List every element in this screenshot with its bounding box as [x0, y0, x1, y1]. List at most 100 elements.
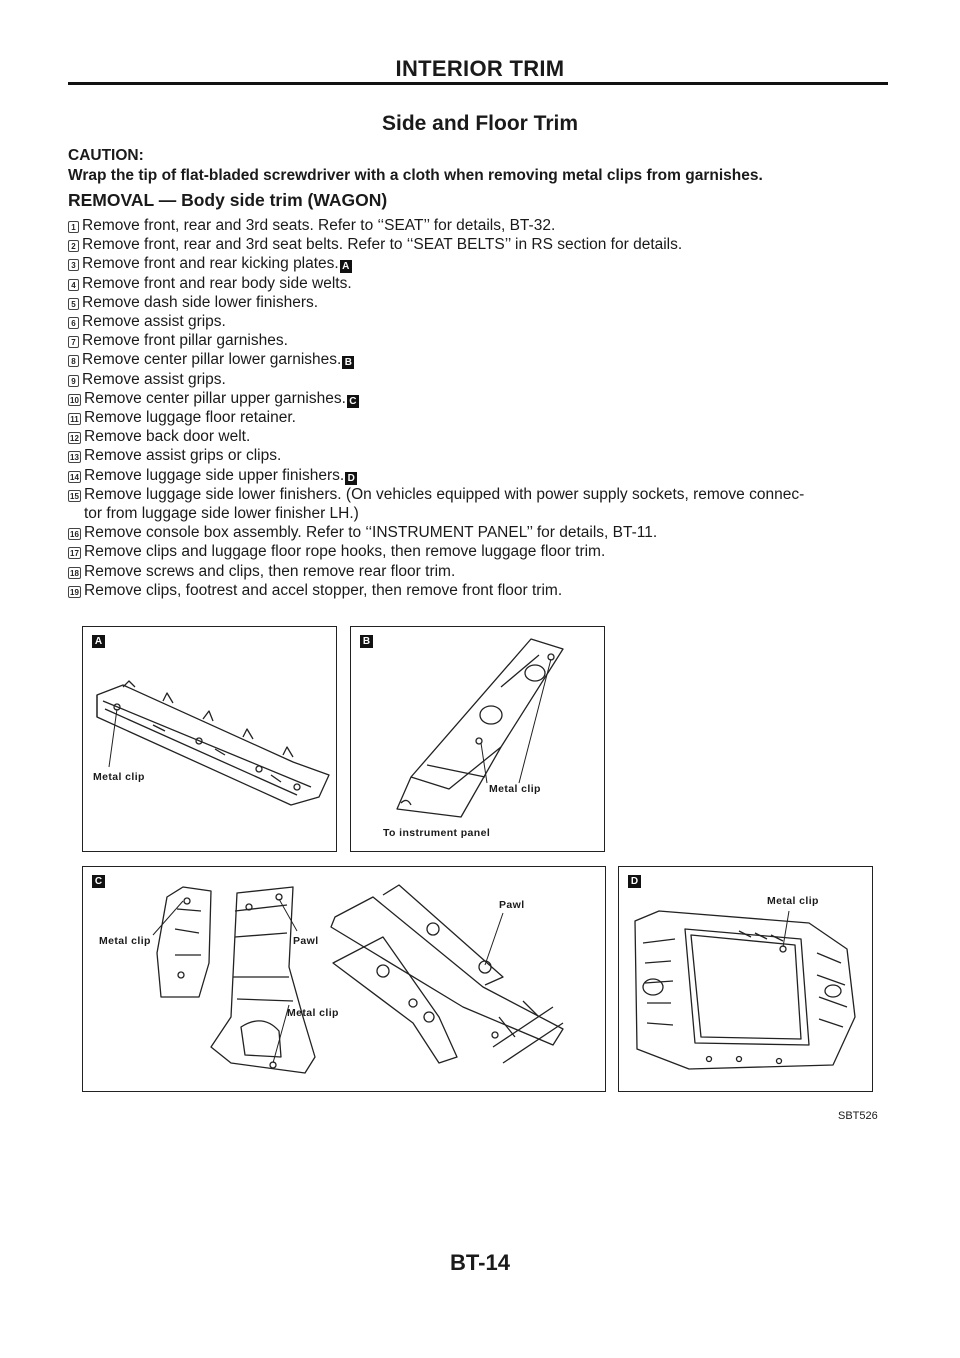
step-number: 10 [68, 393, 81, 406]
pawl-label-c2: Pawl [499, 899, 525, 911]
step-text: Remove clips and luggage floor rope hook… [84, 543, 606, 561]
metal-clip-label-a: Metal clip [93, 771, 145, 783]
step-number: 14 [68, 470, 81, 483]
figure-reference-icon: C [346, 394, 359, 408]
step-number: 8 [68, 355, 79, 368]
step-text: Remove assist grips. [82, 370, 226, 388]
step-body: Remove screws and clips, then remove rea… [84, 562, 455, 581]
step-body: Remove dash side lower finishers. [82, 293, 318, 312]
metal-clip-label-c1: Metal clip [99, 935, 151, 947]
step-number: 2 [68, 240, 79, 253]
step-body: Remove front, rear and 3rd seats. Refer … [82, 216, 555, 235]
step-body: Remove back door welt. [84, 427, 250, 446]
step-body: Remove console box assembly. Refer to ‘‘… [84, 523, 657, 542]
step-text: Remove front, rear and 3rd seats. Refer … [82, 217, 556, 234]
to-instrument-panel-label: To instrument panel [383, 827, 491, 839]
step-body: Remove clips and luggage floor rope hook… [84, 542, 605, 561]
caution-label: CAUTION: [68, 147, 144, 164]
step-body: Remove front and rear kicking plates.A [82, 254, 352, 274]
center-pillar-upper-illustration [152, 884, 564, 1074]
header-rule [68, 82, 888, 85]
figure-reference-icon: A [339, 260, 352, 274]
figure-tag-a: A [92, 635, 105, 648]
step-body: Remove clips, footrest and accel stopper… [84, 581, 562, 600]
step-number: 13 [68, 451, 81, 464]
step-text: Remove luggage side lower finishers. (On… [84, 485, 805, 503]
figure-tag-c: C [92, 875, 105, 888]
step-number: 4 [68, 278, 79, 291]
figure-reference-icon: D [345, 471, 358, 485]
figure-panel-b: B Metal clip To instrument panel [350, 626, 605, 852]
step-body: Remove front, rear and 3rd seat belts. R… [82, 235, 682, 254]
step-number: 9 [68, 374, 79, 387]
figure-panel-c: C Metal clip [82, 866, 606, 1092]
metal-clip-label-c2: Metal clip [287, 1007, 339, 1019]
pawl-label-c1: Pawl [293, 935, 319, 947]
step-body: Remove assist grips. [82, 370, 226, 389]
step-text: Remove luggage floor retainer. [84, 409, 296, 427]
step-body: Remove luggage side lower finishers. (On… [84, 485, 804, 523]
kicking-plate-illustration [96, 680, 330, 806]
step-text: Remove back door welt. [84, 428, 251, 446]
figure-panel-a: A Metal clip [82, 626, 337, 852]
step-number: 19 [68, 585, 81, 598]
caution-text: Wrap the tip of flat-bladed screwdriver … [68, 167, 763, 184]
step-text: Remove console box assembly. Refer to ‘‘… [84, 524, 658, 542]
step-text-continuation: tor from luggage side lower finisher LH.… [84, 505, 359, 523]
step-number: 17 [68, 547, 81, 560]
step-body: Remove center pillar lower garnishes.B [82, 350, 355, 370]
step-text: Remove screws and clips, then remove rea… [84, 562, 456, 580]
step-text: Remove assist grips or clips. [84, 447, 282, 465]
step-number: 5 [68, 297, 79, 310]
figure-code: SBT526 [838, 1110, 878, 1122]
step-text: Remove dash side lower finishers. [82, 293, 319, 311]
page-code: BT-14 [450, 1250, 510, 1275]
step-number: 1 [68, 221, 79, 233]
step-body: Remove center pillar upper garnishes.C [84, 389, 359, 408]
header-title: INTERIOR TRIM [395, 56, 565, 81]
step-body: Remove assist grips. [82, 312, 226, 331]
step-text: Remove clips, footrest and accel stopper… [84, 581, 563, 599]
step-body: Remove assist grips or clips. [84, 446, 281, 465]
step-text: Remove center pillar upper garnishes. [84, 389, 346, 407]
step-number: 3 [68, 259, 79, 272]
step-body: Remove front and rear body side welts. [82, 274, 352, 293]
step-number: 6 [68, 317, 79, 330]
caution-block: CAUTION: Wrap the tip of flat-bladed scr… [68, 146, 898, 186]
step-text: Remove front and rear body side welts. [82, 274, 352, 292]
metal-clip-label-d: Metal clip [767, 895, 819, 907]
luggage-side-finisher-illustration [634, 910, 856, 1070]
step-text: Remove front pillar garnishes. [82, 332, 288, 350]
step-body: Remove luggage floor retainer. [84, 408, 296, 427]
step-text: Remove assist grips. [82, 313, 226, 331]
step-number: 18 [68, 566, 81, 579]
figure-tag-b: B [360, 635, 373, 648]
step-number: 11 [68, 413, 81, 426]
figure-reference-icon: B [342, 356, 355, 370]
figure-tag-d: D [628, 875, 641, 888]
step-body: Remove front pillar garnishes. [82, 331, 288, 350]
step-number: 15 [68, 489, 81, 502]
section-title: Side and Floor Trim [381, 112, 579, 135]
step-number: 16 [68, 528, 81, 541]
step-text: Remove front, rear and 3rd seat belts. R… [82, 236, 683, 254]
step-text: Remove front and rear kicking plates. [82, 255, 339, 273]
